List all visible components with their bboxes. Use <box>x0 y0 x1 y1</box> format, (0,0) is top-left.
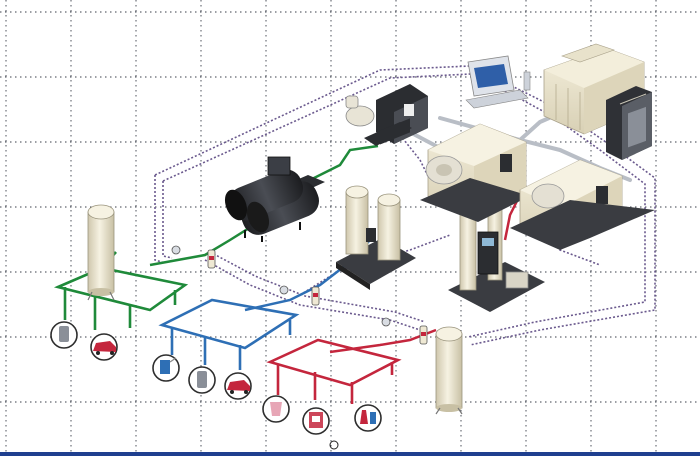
valve-icon <box>381 317 391 327</box>
control-computer <box>465 55 531 109</box>
vertical-receiver-right <box>435 326 463 415</box>
filter-icon <box>207 249 216 269</box>
lab-icon <box>354 404 382 432</box>
pneumatic-tool-icon <box>50 321 78 349</box>
pneumatic-tool-icon <box>188 366 216 394</box>
cleaning-icon <box>262 395 290 423</box>
distribution-ring-red <box>266 338 402 404</box>
valve-icon <box>279 285 289 295</box>
control-panel-cabinet <box>606 86 652 160</box>
car-icon <box>224 372 252 400</box>
end-use-devices <box>50 321 382 435</box>
filter-icon <box>419 325 428 345</box>
press-icon <box>302 407 330 435</box>
vertical-receiver-left <box>87 204 115 301</box>
twin-tower-dryer <box>336 185 416 290</box>
spray-icon <box>152 354 180 382</box>
bottom-bar <box>0 452 700 456</box>
inline-filters <box>171 245 428 345</box>
horizontal-receiver-tanks <box>224 156 325 242</box>
large-compressor <box>510 159 655 250</box>
filter-icon <box>311 286 320 306</box>
small-compressor <box>345 84 428 146</box>
distribution-ring-blue <box>158 298 300 370</box>
compressor-group <box>420 123 530 222</box>
valve-icon <box>171 245 181 255</box>
pointer-marker <box>329 440 339 450</box>
distribution-ring-green <box>53 251 189 330</box>
car-icon <box>90 333 118 361</box>
